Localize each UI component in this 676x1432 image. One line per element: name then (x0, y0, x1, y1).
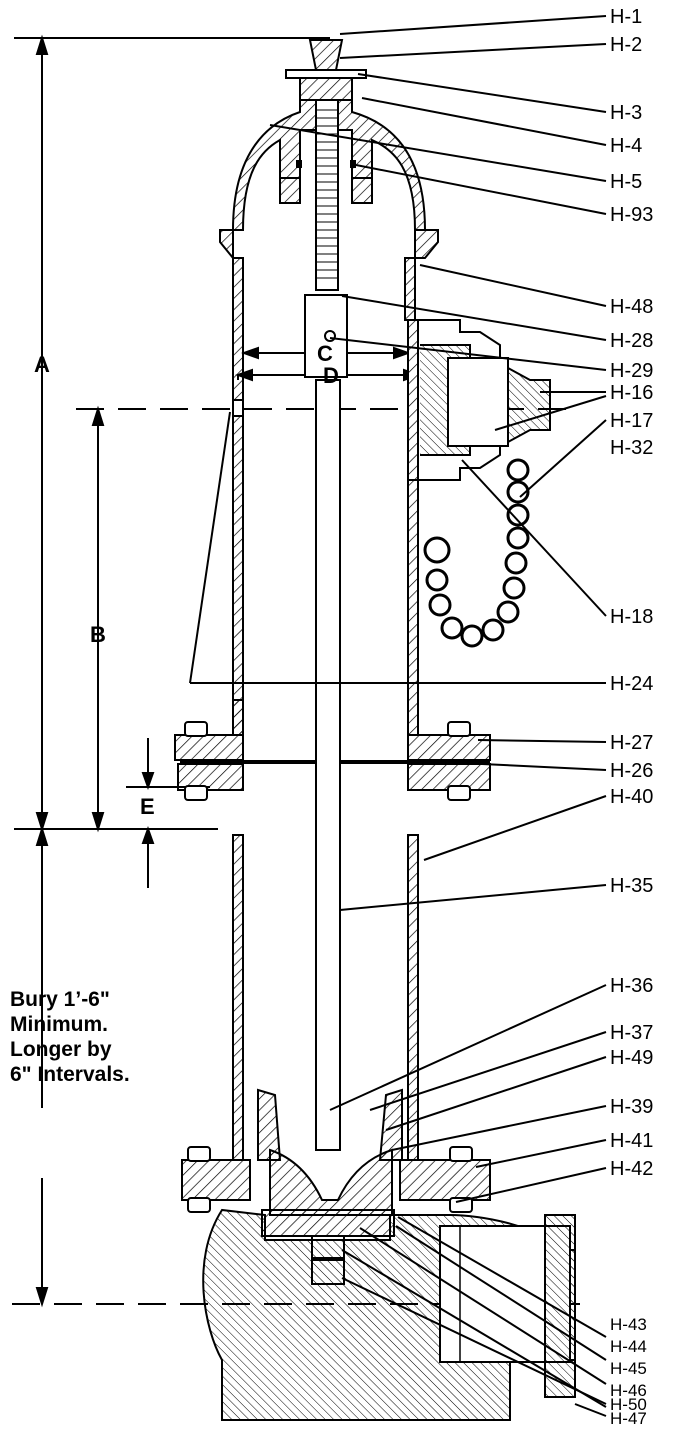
label-h-43: H-43 (610, 1315, 647, 1334)
label-h-27: H-27 (610, 732, 653, 754)
label-h-40: H-40 (610, 786, 653, 808)
dim-d: D (323, 363, 339, 388)
label-h-18: H-18 (610, 606, 653, 628)
label-h-48: H-48 (610, 296, 653, 318)
nozzle-assembly (407, 319, 551, 481)
leader-lines (189, 15, 607, 1417)
label-h-50: H-50 (610, 1395, 647, 1414)
dim-a: A (34, 352, 50, 377)
chain (423, 458, 530, 648)
label-h-47: H-47 (610, 1409, 647, 1427)
label-h-4: H-4 (610, 135, 642, 157)
lower-barrel (181, 834, 491, 1237)
label-h-42: H-42 (610, 1158, 653, 1180)
bury-note-line-3: Longer by (10, 1038, 112, 1061)
label-h-28: H-28 (610, 330, 653, 352)
label-h-41: H-41 (610, 1130, 653, 1152)
label-h-29: H-29 (610, 360, 653, 382)
label-h-49: H-49 (610, 1047, 653, 1069)
label-h-32: H-32 (610, 437, 653, 459)
dimension-lines (12, 34, 580, 1308)
label-h-45: H-45 (610, 1359, 647, 1378)
label-h-3: H-3 (610, 102, 642, 124)
label-h-26: H-26 (610, 760, 653, 782)
label-h-5: H-5 (610, 171, 642, 193)
dim-c: C (317, 341, 333, 366)
label-h-17: H-17 (610, 410, 653, 432)
label-h-36: H-36 (610, 975, 653, 997)
label-h-16: H-16 (610, 382, 653, 404)
label-h-2: H-2 (610, 34, 642, 56)
part-labels: H-1 H-2 H-3 H-4 H-5 H-93 H-48 H-28 H-29 … (610, 6, 653, 1428)
dim-e: E (140, 794, 155, 819)
dimension-labels: A B C D E (34, 341, 339, 819)
bury-note-line-1: Bury 1’-6" (10, 988, 110, 1011)
bury-note-line-4: 6" Intervals. (10, 1063, 130, 1086)
bonnet (231, 39, 427, 231)
label-h-46: H-46 (610, 1381, 647, 1400)
bury-note: Bury 1’-6" Minimum. Longer by 6" Interva… (10, 988, 130, 1086)
label-h-44: H-44 (610, 1337, 647, 1356)
label-h-35: H-35 (610, 875, 653, 897)
shoe-and-nut (202, 1208, 576, 1421)
bury-note-line-2: Minimum. (10, 1013, 108, 1036)
upper-barrel (174, 229, 491, 801)
dim-b: B (90, 622, 106, 647)
stem-threaded (304, 99, 348, 378)
label-h-1: H-1 (610, 6, 642, 28)
label-h-24: H-24 (610, 673, 653, 695)
label-h-39: H-39 (610, 1096, 653, 1118)
label-h-93: H-93 (610, 204, 653, 226)
operating-stem (315, 379, 341, 1151)
label-h-37: H-37 (610, 1022, 653, 1044)
